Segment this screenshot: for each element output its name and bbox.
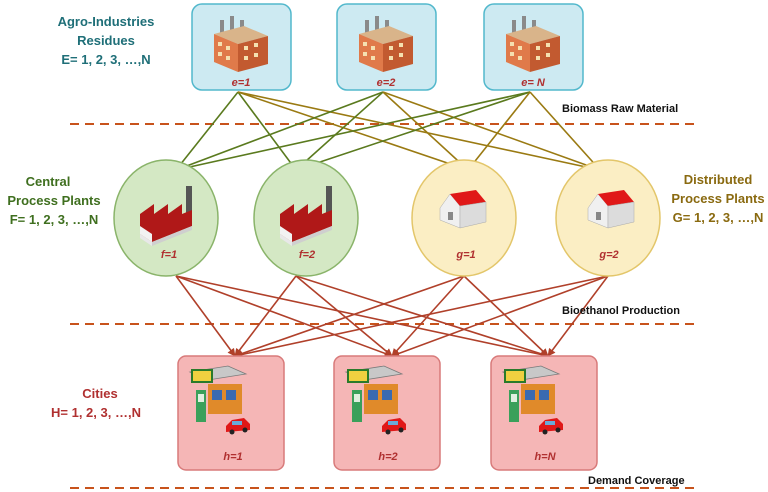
arrow-e2-f1 bbox=[175, 91, 384, 172]
node-label-eN: e= N bbox=[521, 77, 546, 89]
arrow-f1-hN bbox=[175, 275, 549, 359]
arrow-eN-g1 bbox=[467, 91, 531, 171]
arrow-g2-h1 bbox=[234, 275, 609, 359]
arrow-g1-h1 bbox=[234, 275, 465, 358]
node-eN: e= N bbox=[483, 3, 584, 91]
group-title-distributed: Distributed Process Plants G= 1, 2, 3, …… bbox=[671, 172, 764, 225]
agro-title-line2: Residues bbox=[77, 33, 135, 48]
plant-icon bbox=[140, 186, 192, 246]
arrow-eN-g2 bbox=[529, 91, 601, 171]
plant-icon bbox=[280, 186, 332, 246]
node-f1: f=1 bbox=[113, 159, 219, 277]
cities-title-line1: Cities bbox=[82, 386, 117, 401]
node-e1: e=1 bbox=[191, 3, 292, 91]
house-icon bbox=[587, 190, 635, 229]
node-h2: h=2 bbox=[333, 355, 441, 471]
distributed-title-line3: G= 1, 2, 3, …,N bbox=[673, 210, 764, 225]
node-label-h1: h=1 bbox=[223, 451, 242, 463]
factory-icon bbox=[506, 16, 560, 72]
arrow-f2-h1 bbox=[234, 275, 297, 357]
stage-label-demand: Demand Coverage bbox=[588, 475, 685, 487]
stage-label-biomass: Biomass Raw Material bbox=[562, 103, 678, 115]
arrow-e1-g2 bbox=[237, 91, 601, 173]
agro-title-line3: E= 1, 2, 3, …,N bbox=[61, 52, 150, 67]
arrow-g2-hN bbox=[547, 275, 609, 357]
arrows-distribution bbox=[175, 275, 609, 359]
central-title-line1: Central bbox=[26, 174, 71, 189]
node-label-e2: e=2 bbox=[377, 77, 396, 89]
node-f2: f=2 bbox=[253, 159, 359, 277]
node-g1: g=1 bbox=[411, 159, 517, 277]
house-icon bbox=[439, 190, 487, 229]
arrow-e2-f2 bbox=[295, 91, 384, 171]
node-label-e1: e=1 bbox=[232, 77, 251, 89]
factory-icon bbox=[359, 16, 413, 72]
cities-title-line2: H= 1, 2, 3, …,N bbox=[51, 405, 141, 420]
gas-station-icon bbox=[344, 365, 406, 435]
node-e2: e=2 bbox=[336, 3, 437, 91]
stage-label-bioethanol: Bioethanol Production bbox=[562, 305, 680, 317]
arrow-e1-f1 bbox=[175, 91, 239, 171]
arrow-f1-h1 bbox=[175, 275, 236, 357]
node-g2: g=2 bbox=[555, 159, 661, 277]
arrows-supply bbox=[175, 91, 601, 173]
arrow-e2-g2 bbox=[382, 91, 601, 172]
node-label-g1: g=1 bbox=[455, 249, 475, 261]
car-icon bbox=[539, 418, 563, 435]
arrow-e2-g1 bbox=[382, 91, 469, 171]
arrow-eN-f2 bbox=[295, 91, 531, 172]
central-title-line2: Process Plants bbox=[7, 193, 100, 208]
node-label-g2: g=2 bbox=[598, 249, 618, 261]
node-label-f1: f=1 bbox=[161, 249, 177, 261]
agro-title-line1: Agro-Industries bbox=[58, 14, 155, 29]
arrow-f2-h2 bbox=[295, 275, 393, 357]
car-icon bbox=[226, 418, 250, 435]
group-title-agro: Agro-Industries Residues E= 1, 2, 3, …,N bbox=[58, 14, 155, 67]
gas-station-icon bbox=[501, 365, 563, 435]
arrow-eN-f1 bbox=[175, 91, 531, 173]
arrow-g1-h2 bbox=[391, 275, 465, 357]
arrow-g1-hN bbox=[463, 275, 549, 357]
factory-icon bbox=[214, 16, 268, 72]
node-hN: h=N bbox=[490, 355, 598, 471]
group-title-cities: Cities H= 1, 2, 3, …,N bbox=[51, 386, 141, 420]
node-h1: h=1 bbox=[177, 355, 285, 471]
node-label-f2: f=2 bbox=[299, 249, 315, 261]
central-title-line3: F= 1, 2, 3, …,N bbox=[10, 212, 99, 227]
gas-station-icon bbox=[188, 365, 250, 435]
node-label-h2: h=2 bbox=[378, 451, 397, 463]
arrow-g2-h2 bbox=[391, 275, 609, 358]
car-icon bbox=[382, 418, 406, 435]
distributed-title-line2: Process Plants bbox=[671, 191, 764, 206]
group-title-central: Central Process Plants F= 1, 2, 3, …,N bbox=[7, 174, 100, 227]
arrow-f1-h2 bbox=[175, 275, 393, 358]
node-label-hN: h=N bbox=[534, 451, 556, 463]
arrow-e1-f2 bbox=[237, 91, 297, 171]
distributed-title-line1: Distributed bbox=[684, 172, 753, 187]
